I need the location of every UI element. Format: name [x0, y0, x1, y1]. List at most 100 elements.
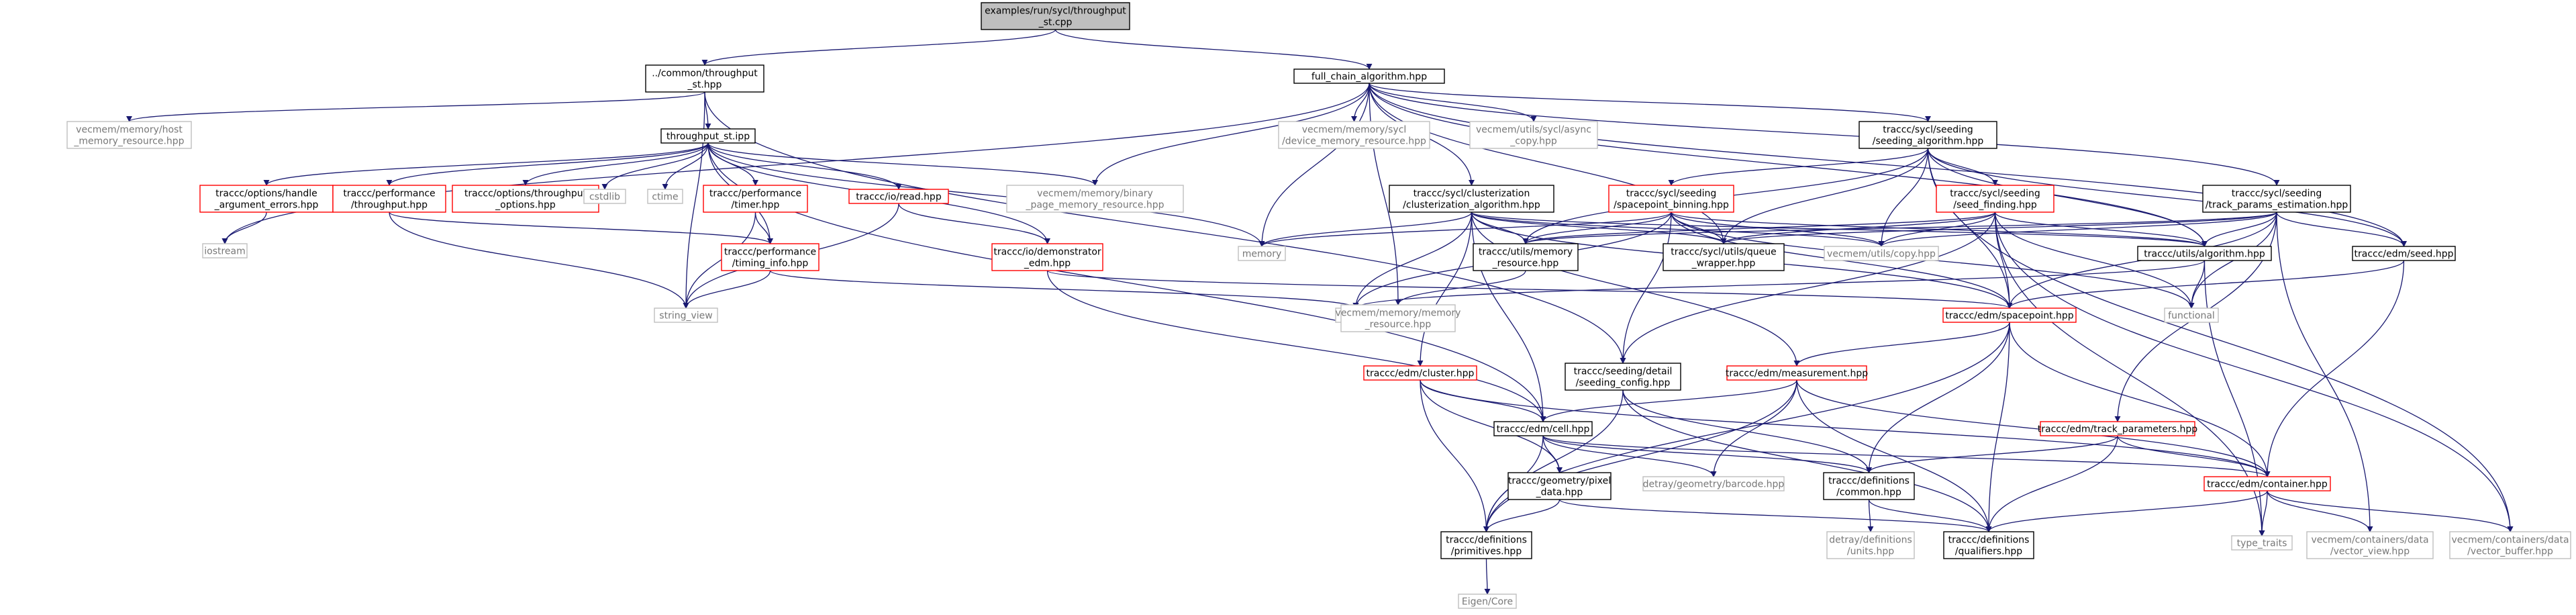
edge-n39-to-n43	[2117, 435, 2271, 477]
edge-n43-to-n46	[1985, 490, 2268, 532]
node-label-line: /vector_buffer.hpp	[2467, 547, 2553, 557]
node-box	[332, 185, 446, 213]
graph-node-traccc-utils-algorithm-hpp[interactable]: traccc/utils/algorithm.hpp	[2137, 246, 2272, 261]
node-box	[848, 189, 949, 204]
node-box	[1943, 531, 2034, 559]
dependency-edge	[1868, 499, 1992, 532]
node-box	[1726, 365, 1867, 381]
graph-node-traccc-options-throughput-options-hpp[interactable]: traccc/options/throughput_options.hpp	[452, 185, 599, 213]
graph-node-vecmem-containers-data-vector-view-hpp: vecmem/containers/data/vector_view.hpp	[2306, 531, 2434, 559]
edge-n18-to-n25	[1522, 211, 1672, 244]
node-label-line: _resource.hpp	[1365, 320, 1432, 330]
edge-n3-to-n28	[1369, 83, 2208, 247]
graph-node-string-view: string_view	[654, 308, 718, 323]
graph-node-traccc-definitions-common-hpp[interactable]: traccc/definitions/common.hpp	[1823, 472, 1915, 500]
graph-node-full-chain-algorithm-hpp[interactable]: full_chain_algorithm.hpp	[1293, 68, 1445, 84]
graph-node-traccc-edm-container-hpp[interactable]: traccc/edm/container.hpp	[2203, 476, 2331, 491]
edge-n3-to-n26	[1369, 83, 1727, 244]
node-label-line: /seeding_config.hpp	[1576, 378, 1671, 389]
graph-node-traccc-seeding-detail-seeding-config-hpp[interactable]: traccc/seeding/detail/seeding_config.hpp	[1565, 363, 1681, 391]
node-label-line: vecmem/memory/sycl	[1302, 125, 1407, 136]
node-label-line: ctime	[652, 192, 678, 203]
graph-node-traccc-io-read-hpp[interactable]: traccc/io/read.hpp	[848, 189, 949, 204]
node-box	[1473, 243, 1579, 271]
node-label-line: /primitives.hpp	[1451, 547, 1522, 557]
edge-n39-to-n42	[1866, 435, 2118, 473]
graph-node-traccc-sycl-clusterization-clusterization-algorithm-hpp[interactable]: traccc/sycl/clusterization/clusterizatio…	[1389, 185, 1554, 213]
node-label-line: traccc/utils/algorithm.hpp	[2144, 249, 2265, 260]
node-label-line: traccc/options/throughput	[464, 189, 587, 199]
graph-node-traccc-sycl-seeding-seed-finding-hpp[interactable]: traccc/sycl/seeding/seed_finding.hpp	[1936, 185, 2054, 213]
edge-n19-to-n47	[1994, 211, 2265, 536]
edge-n20-to-n29	[2276, 211, 2407, 247]
edge-n34-to-n37	[1793, 322, 2010, 367]
node-box	[2040, 421, 2195, 436]
edge-n43-to-n49	[2267, 490, 2514, 532]
graph-node-traccc-sycl-seeding-seeding-algorithm-hpp[interactable]: traccc/sycl/seeding/seeding_algorithm.hp…	[1859, 121, 1997, 149]
graph-node-traccc-performance-timer-hpp[interactable]: traccc/performance/timer.hpp	[703, 185, 808, 213]
graph-node-traccc-edm-cell-hpp[interactable]: traccc/edm/cell.hpp	[1493, 421, 1593, 436]
edge-n28-to-n31	[1352, 260, 2206, 309]
graph-node-traccc-edm-spacepoint-hpp[interactable]: traccc/edm/spacepoint.hpp	[1942, 308, 2077, 323]
dependency-edge	[707, 142, 1265, 247]
edges-layer	[126, 29, 2514, 595]
edge-n10-to-n30	[389, 211, 689, 309]
graph-node-traccc-options-handle-argument-errors-hpp[interactable]: traccc/options/handle_argument_errors.hp…	[199, 185, 334, 213]
node-label-line: /units.hpp	[1847, 547, 1894, 557]
graph-node-traccc-edm-measurement-hpp[interactable]: traccc/edm/measurement.hpp	[1726, 365, 1868, 381]
graph-node-throughput-st-ipp[interactable]: throughput_st.ipp	[660, 128, 756, 144]
edge-n18-to-n24	[1258, 211, 1672, 247]
node-label-line: traccc/io/demonstrator	[993, 247, 1101, 258]
node-label-line: type_traits	[2237, 538, 2287, 549]
node-label-line: traccc/definitions	[1828, 476, 1910, 487]
edge-n20-to-n48	[2276, 211, 2373, 532]
dependency-edge	[1420, 379, 1490, 532]
edge-n15-to-n23	[898, 203, 1050, 244]
node-label-line: traccc/sycl/seeding	[1883, 125, 1973, 136]
dependency-edge	[701, 29, 1056, 66]
graph-node-traccc-utils-memory-resource-hpp[interactable]: traccc/utils/memory_resource.hpp	[1473, 243, 1579, 271]
graph-node-traccc-performance-timing-info-hpp[interactable]: traccc/performance/timing_info.hpp	[721, 243, 820, 271]
graph-node-traccc-sycl-seeding-track-params-estimation-hpp[interactable]: traccc/sycl/seeding/track_params_estimat…	[2202, 185, 2351, 213]
graph-node-traccc-sycl-seeding-spacepoint-binning-hpp[interactable]: traccc/sycl/seeding/spacepoint_binning.h…	[1608, 185, 1734, 213]
graph-node-traccc-geometry-pixel-data-hpp[interactable]: traccc/geometry/pixel_data.hpp	[1507, 472, 1612, 500]
graph-node-traccc-definitions-primitives-hpp[interactable]: traccc/definitions/primitives.hpp	[1440, 531, 1532, 559]
node-box	[1493, 421, 1593, 436]
graph-node-type-traits: type_traits	[2231, 535, 2293, 551]
dependency-edge	[707, 142, 902, 190]
edge-n34-to-n42	[1865, 322, 2010, 473]
dependency-edge	[1417, 211, 1473, 367]
edge-n8-to-n18	[1668, 148, 1929, 186]
edge-n40-to-n46	[1558, 499, 1992, 532]
edge-n38-to-n43	[1542, 435, 2271, 477]
dependency-edge	[1994, 211, 2195, 309]
graph-node-traccc-io-demonstrator-edm-hpp[interactable]: traccc/io/demonstrator_edm.hpp	[991, 243, 1103, 271]
node-label-line: traccc/performance	[343, 189, 435, 199]
graph-node-traccc-performance-throughput-hpp[interactable]: traccc/performance/throughput.hpp	[332, 185, 446, 213]
dependency-edge	[389, 211, 773, 244]
node-box	[2203, 476, 2331, 491]
edge-n18-to-n27	[1671, 211, 1885, 247]
graph-node-vecmem-utils-copy-hpp: vecmem/utils/copy.hpp	[1824, 246, 1939, 261]
graph-node-common-throughput-st-hpp[interactable]: ../common/throughput_st.hpp	[645, 64, 764, 93]
node-label-line: vecmem/containers/data	[2311, 535, 2428, 546]
dependency-edge	[704, 91, 1626, 364]
edge-n9-to-n21	[221, 211, 267, 244]
graph-node-detray-geometry-barcode-hpp: detray/geometry/barcode.hpp	[1642, 476, 1785, 491]
graph-node-traccc-edm-cluster-hpp[interactable]: traccc/edm/cluster.hpp	[1363, 365, 1477, 381]
node-box	[1389, 185, 1554, 213]
graph-node-traccc-edm-track-parameters-hpp[interactable]: traccc/edm/track_parameters.hpp	[2038, 421, 2198, 436]
graph-node-vecmem-memory-sycl-device-memory-resource-hpp: vecmem/memory/sycl/device_memory_resourc…	[1278, 121, 1430, 149]
node-label-line: vecmem/memory/host	[76, 125, 183, 136]
dependency-edge	[1878, 211, 2277, 247]
dependency-edge	[1046, 270, 2013, 309]
node-box	[1469, 121, 1598, 149]
graph-node-traccc-definitions-qualifiers-hpp[interactable]: traccc/definitions/qualifiers.hpp	[1943, 531, 2034, 559]
graph-node-traccc-edm-seed-hpp[interactable]: traccc/edm/seed.hpp	[2352, 246, 2456, 261]
edge-n8-to-n29	[1927, 148, 2407, 247]
node-label-line: /spacepoint_binning.hpp	[1614, 200, 1729, 211]
dependency-edge	[1054, 29, 1373, 70]
graph-node-traccc-sycl-utils-queue-wrapper-hpp[interactable]: traccc/sycl/utils/queue_wrapper.hpp	[1663, 243, 1785, 271]
node-label-line: traccc/definitions	[1948, 535, 2030, 546]
dependency-edge	[1420, 379, 2271, 477]
